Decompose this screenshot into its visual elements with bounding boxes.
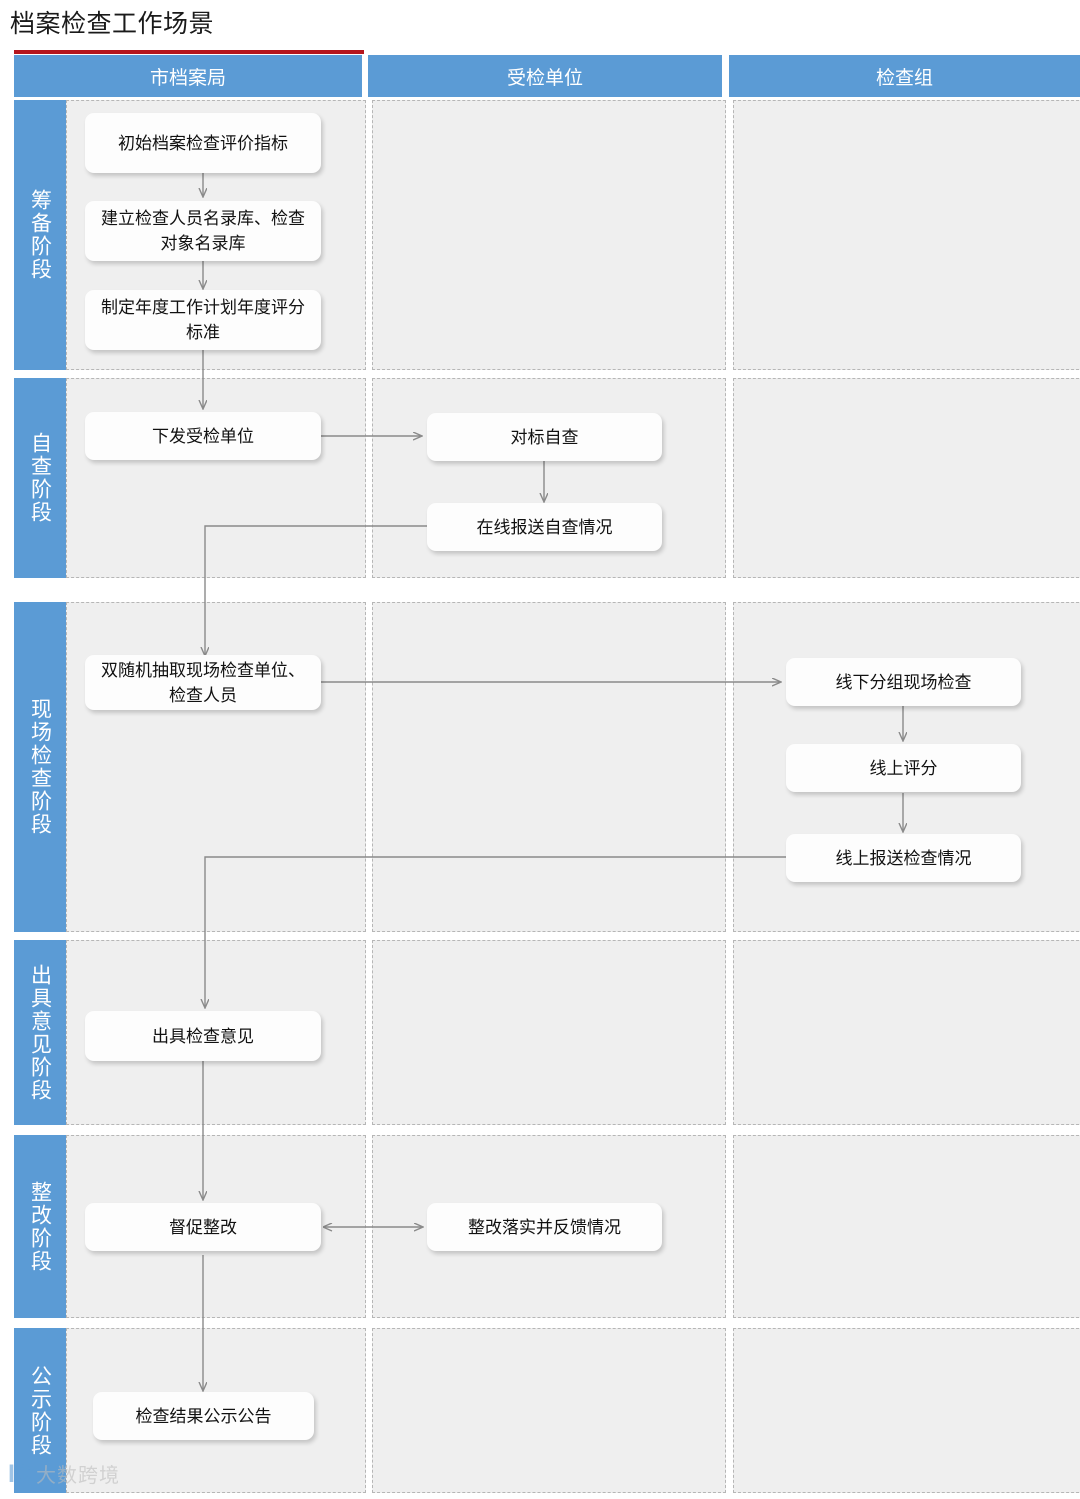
- node-build-inspector-and-target-directories[interactable]: 建立检查人员名录库、检查对象名录库: [85, 201, 321, 261]
- lane-cell-issue-col2: [372, 940, 726, 1125]
- lane-cell-publicity-col3: [733, 1328, 1080, 1493]
- watermark-text: 大数跨境: [36, 1465, 120, 1487]
- watermark: IC 大数跨境: [8, 1459, 120, 1488]
- node-implement-and-feedback-rectification[interactable]: 整改落实并反馈情况: [427, 1203, 662, 1251]
- lane-cell-rectification-col3: [733, 1135, 1080, 1318]
- node-annual-work-plan-and-scoring-standard[interactable]: 制定年度工作计划年度评分标准: [85, 290, 321, 350]
- node-offline-grouped-onsite-inspection[interactable]: 线下分组现场检查: [786, 658, 1021, 706]
- lane-cell-self-inspection-col3: [733, 378, 1080, 578]
- lane-cell-preparation-col3: [733, 100, 1080, 370]
- lane-label-issue-opinion: 出具意见阶段: [14, 940, 66, 1125]
- lane-cell-preparation-col2: [372, 100, 726, 370]
- lane-cell-issue-col3: [733, 940, 1080, 1125]
- node-online-report-self-inspection[interactable]: 在线报送自查情况: [427, 503, 662, 551]
- node-publish-inspection-results[interactable]: 检查结果公示公告: [93, 1392, 314, 1440]
- node-issue-to-inspected-units[interactable]: 下发受检单位: [85, 412, 321, 460]
- title-accent-rule: [14, 50, 364, 54]
- lane-label-self-inspection: 自查阶段: [14, 378, 66, 578]
- lane-label-rectification: 整改阶段: [14, 1135, 66, 1318]
- lane-label-onsite-inspection: 现场检查阶段: [14, 602, 66, 932]
- lane-self-inspection: 自查阶段: [4, 378, 1080, 578]
- node-online-scoring[interactable]: 线上评分: [786, 744, 1021, 792]
- watermark-logo-icon: IC: [8, 1459, 31, 1488]
- lane-onsite-inspection: 现场检查阶段: [4, 602, 1080, 932]
- node-dual-random-sampling[interactable]: 双随机抽取现场检查单位、检查人员: [85, 655, 321, 710]
- page-title: 档案检查工作场景: [10, 10, 215, 38]
- lane-label-publicity: 公示阶段: [14, 1328, 66, 1493]
- lane-publicity: 公示阶段: [4, 1328, 1080, 1493]
- column-header-inspected-unit: 受检单位: [368, 55, 722, 97]
- lane-label-preparation: 筹备阶段: [14, 100, 66, 370]
- lane-cell-onsite-col2: [372, 602, 726, 932]
- node-issue-inspection-opinion[interactable]: 出具检查意见: [85, 1011, 321, 1061]
- connector-n6-n7: [205, 525, 427, 655]
- node-online-report-inspection[interactable]: 线上报送检查情况: [786, 834, 1021, 882]
- column-header-city-archives-bureau: 市档案局: [14, 55, 362, 97]
- node-initial-archive-inspection-indicators[interactable]: 初始档案检查评价指标: [85, 113, 321, 173]
- lane-cell-self-inspection-col1: [66, 378, 366, 578]
- node-benchmark-self-inspection[interactable]: 对标自查: [427, 413, 662, 461]
- lane-cell-publicity-col2: [372, 1328, 726, 1493]
- node-supervise-rectification[interactable]: 督促整改: [85, 1203, 321, 1251]
- column-header-inspection-team: 检查组: [729, 55, 1080, 97]
- connector-n10-n11: [205, 856, 786, 1007]
